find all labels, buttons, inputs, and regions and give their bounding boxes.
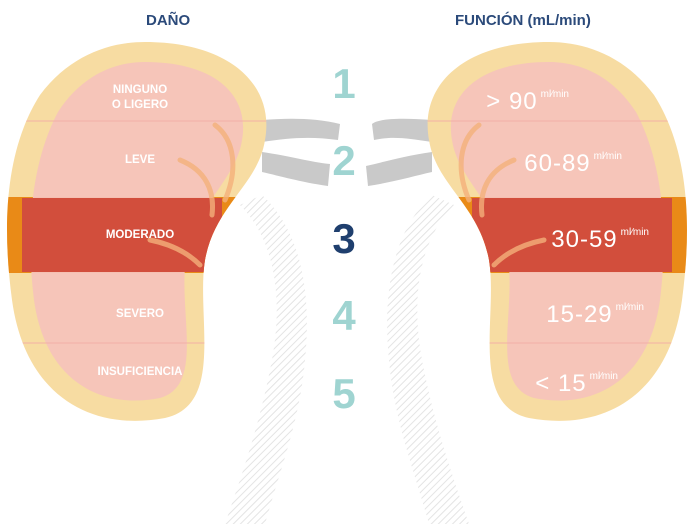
damage-label-4: SEVERO xyxy=(116,308,164,320)
function-range-2: 60-89 xyxy=(524,150,591,177)
stage-number-2: 2 xyxy=(332,137,356,184)
right-vessel-lower xyxy=(366,152,432,186)
stage-number-5: 5 xyxy=(332,370,356,417)
stage-number-4: 4 xyxy=(332,292,356,339)
left-ureter xyxy=(225,195,307,524)
function-unit-2: ml⁄min xyxy=(593,151,622,162)
damage-heading: DAÑO xyxy=(146,12,191,29)
function-unit-5: ml⁄min xyxy=(589,371,618,382)
function-heading: FUNCIÓN (mL/min) xyxy=(455,12,591,29)
stage-number-3: 3 xyxy=(332,215,356,262)
right-vessel-upper xyxy=(372,118,432,142)
left-vessel-lower xyxy=(262,152,330,186)
function-range-5: < 15 xyxy=(535,370,587,397)
function-unit-4: ml⁄min xyxy=(615,302,644,313)
stage-number-1: 1 xyxy=(332,60,356,107)
function-unit-1: ml⁄min xyxy=(540,89,569,100)
left-vessel-upper xyxy=(262,118,340,142)
function-range-1: > 90 xyxy=(486,88,538,115)
damage-label-5: INSUFICIENCIA xyxy=(97,366,183,378)
damage-label-1: NINGUNO O LIGERO xyxy=(111,84,169,111)
function-unit-3: ml⁄min xyxy=(620,227,649,238)
function-range-4: 15-29 xyxy=(546,301,613,328)
function-range-3: 30-59 xyxy=(551,226,618,253)
right-ureter xyxy=(387,195,469,524)
damage-label-2: LEVE xyxy=(124,154,156,166)
damage-label-3: MODERADO xyxy=(105,229,175,241)
